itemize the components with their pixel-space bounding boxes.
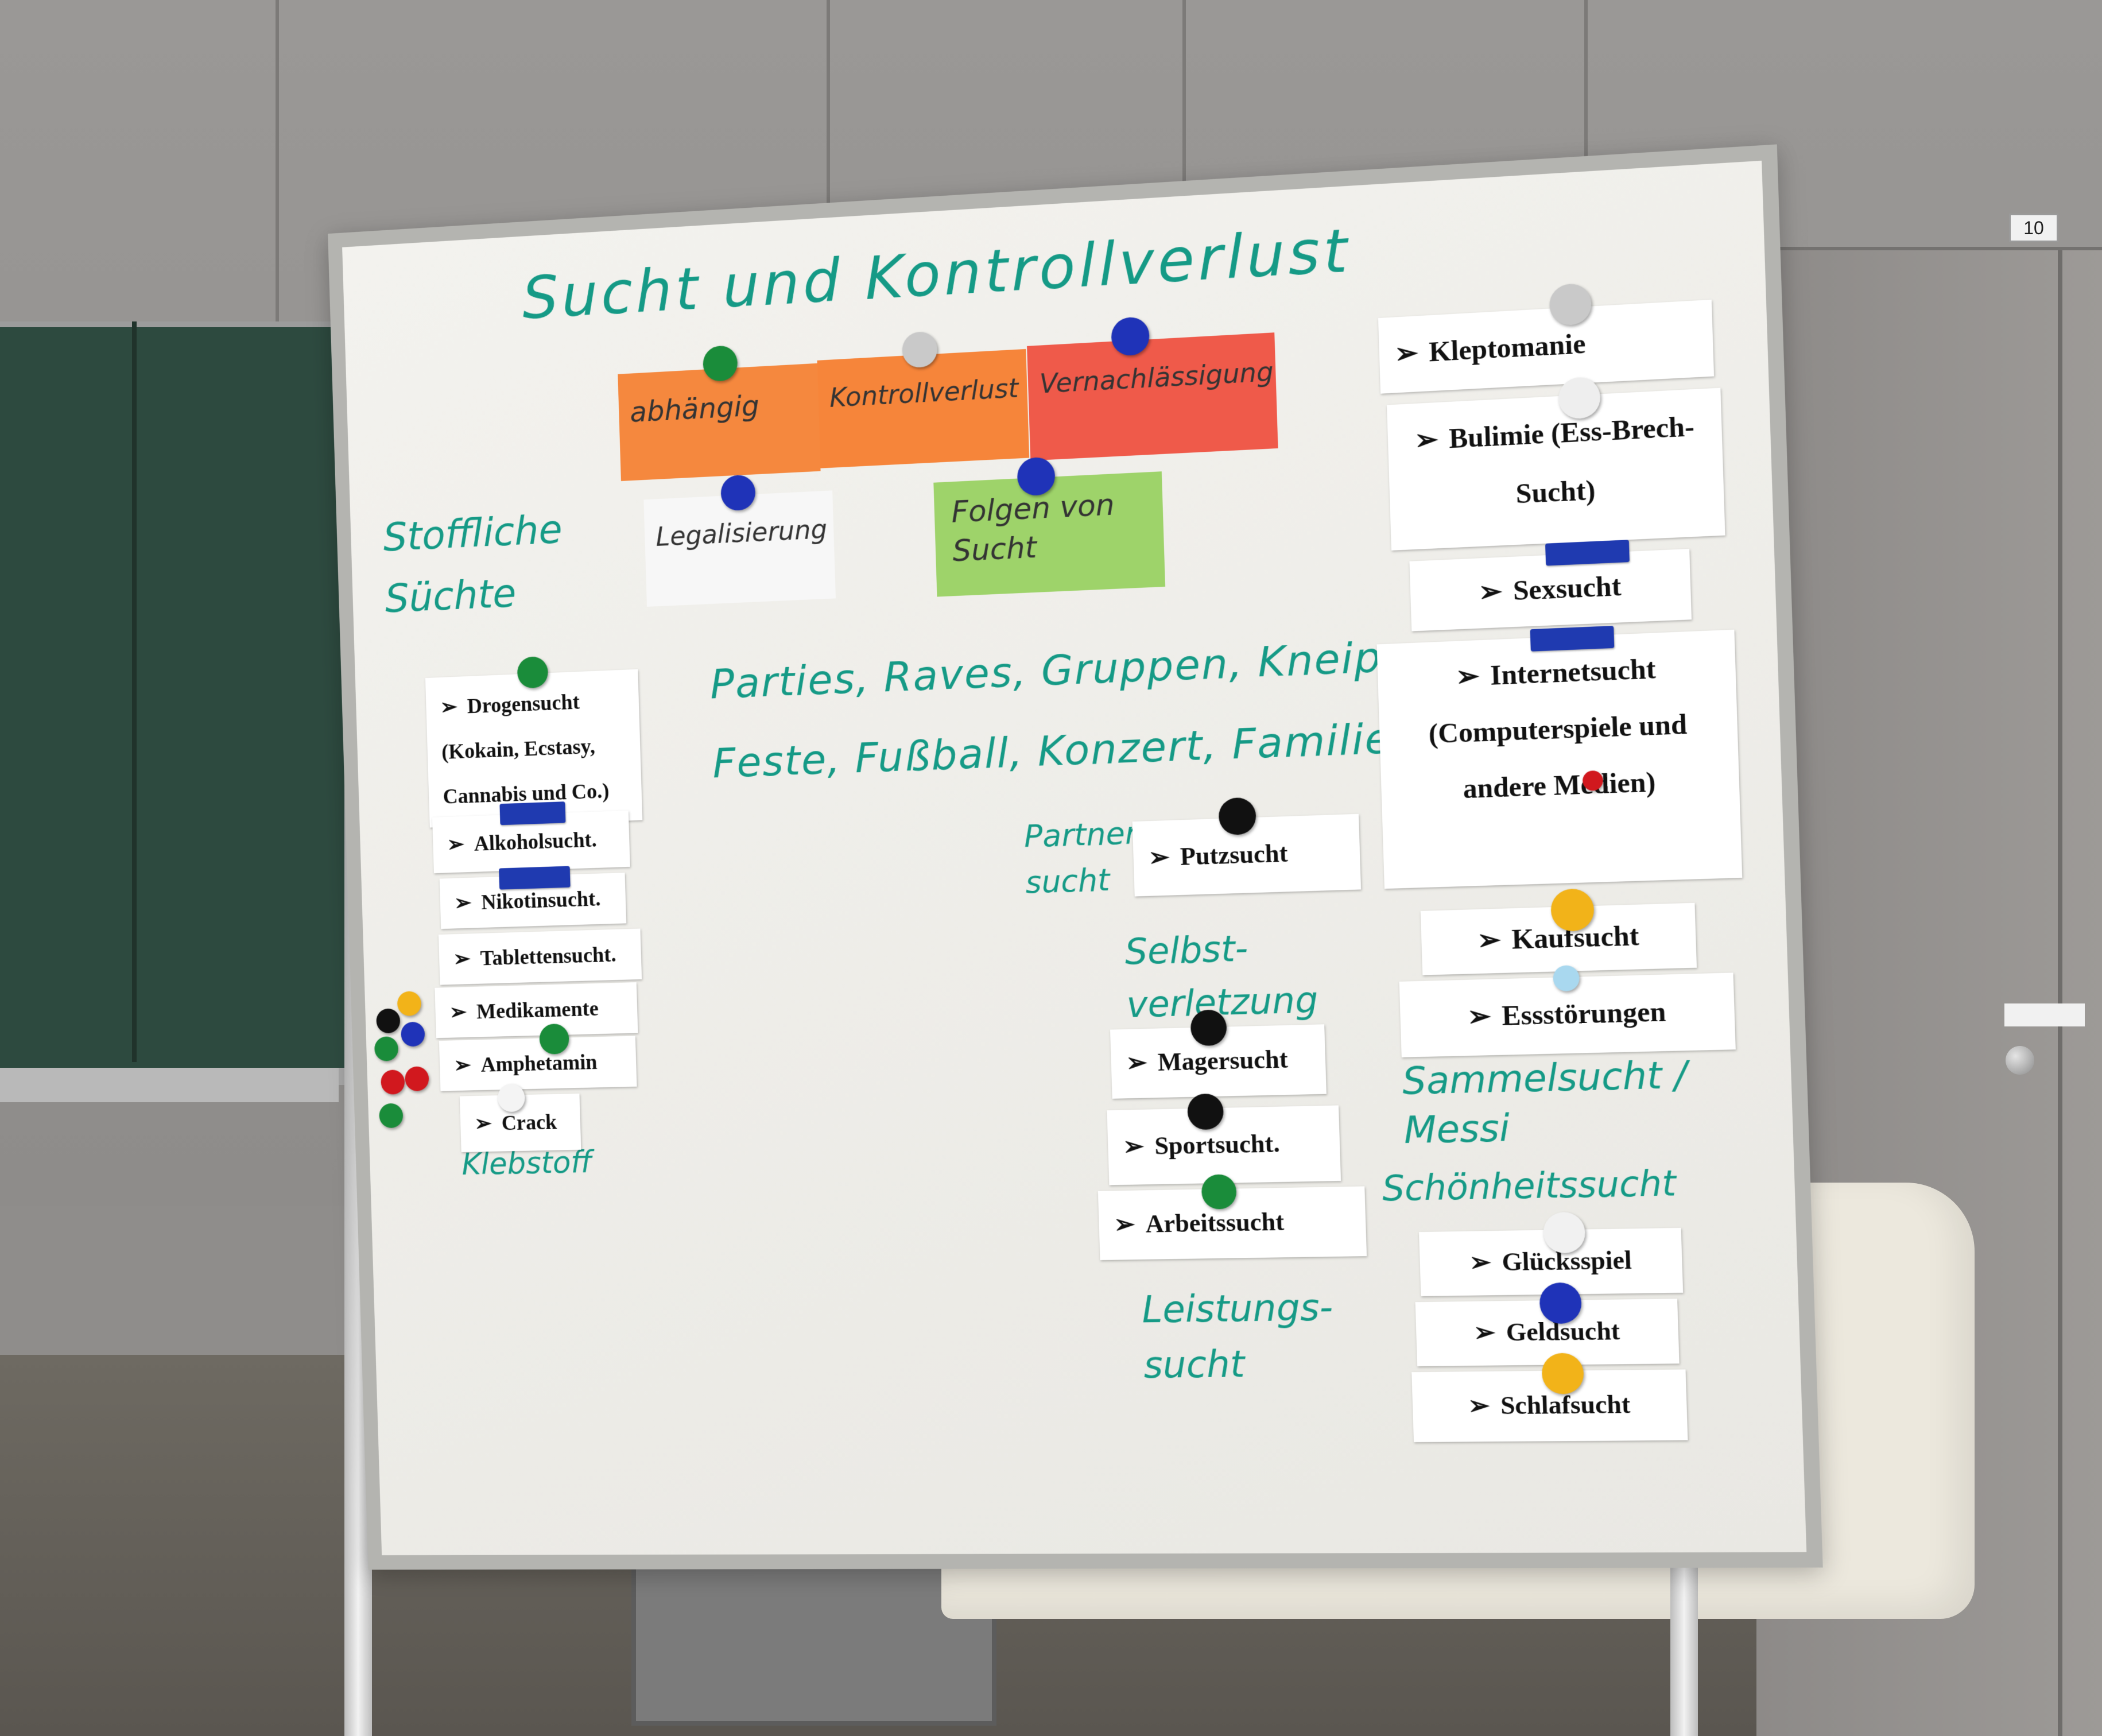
concept-vernachlaessigung: Vernachlässigung <box>1027 332 1278 461</box>
card-sportsucht-label: Sportsucht. <box>1154 1129 1281 1160</box>
magnet-icon[interactable] <box>376 1008 401 1034</box>
magnet-icon[interactable] <box>379 1103 404 1129</box>
magnet-icon[interactable] <box>405 1066 429 1092</box>
magnet-strip-icon[interactable] <box>499 866 571 890</box>
board-title: Sucht und Kontrollverlust <box>521 215 1352 333</box>
bullet-arrow-icon: ➢ <box>1473 1318 1496 1347</box>
concept-folgen: Folgen von Sucht <box>933 471 1166 597</box>
door-label <box>2004 1003 2085 1026</box>
magnet-strip-icon[interactable] <box>1530 626 1615 652</box>
locker-divider <box>2058 247 2062 1736</box>
door-knob[interactable] <box>2006 1046 2034 1075</box>
card-sexsucht-label: Sexsucht <box>1512 571 1622 607</box>
heading-schoenheitssucht: Schönheitssucht <box>1381 1162 1677 1210</box>
magnet-strip-icon[interactable] <box>499 801 566 826</box>
card-magersucht-label: Magersucht <box>1157 1045 1289 1076</box>
chalkboard <box>0 321 344 1085</box>
card-internetsucht: ➢Internetsucht (Computerspiele und ander… <box>1376 629 1743 889</box>
note-partys-line1: Parties, Raves, Gruppen, Kneipe <box>709 631 1410 708</box>
heading-leistungssucht: Leistungs-sucht <box>1141 1286 1334 1387</box>
chalk-tray <box>0 1068 339 1102</box>
card-tablettensucht: ➢ Tablettensucht. <box>438 928 642 985</box>
heading-stoffliche-suechte: Stoffliche Süchte <box>382 506 563 622</box>
card-amphetamin-label: Amphetamin <box>480 1050 598 1077</box>
bullet-arrow-icon: ➢ <box>1467 1001 1492 1033</box>
bullet-arrow-icon: ➢ <box>447 832 465 857</box>
bullet-arrow-icon: ➢ <box>453 947 471 971</box>
card-kleptomanie-label: Kleptomanie <box>1428 328 1587 368</box>
bullet-arrow-icon: ➢ <box>1455 660 1480 693</box>
magnet-icon[interactable] <box>400 1021 425 1047</box>
whiteboard: Sucht und Kontrollverlust abhängig Kontr… <box>328 144 1823 1570</box>
bullet-arrow-icon: ➢ <box>1122 1132 1145 1161</box>
card-arbeitssucht-label: Arbeitssucht <box>1145 1207 1285 1238</box>
bullet-arrow-icon: ➢ <box>1469 1247 1492 1277</box>
locker-number-tag: 10 <box>2009 214 2058 242</box>
heading-sammelsucht: Sammelsucht / Messi <box>1401 1053 1688 1153</box>
card-schlafsucht-label: Schlafsucht <box>1500 1390 1631 1420</box>
card-tablettensucht-label: Tablettensucht. <box>480 943 617 971</box>
bullet-arrow-icon: ➢ <box>1476 924 1502 956</box>
card-bulimie: ➢ Bulimie (Ess-Brech-Sucht) <box>1386 388 1725 551</box>
bullet-arrow-icon: ➢ <box>1477 576 1503 609</box>
card-drogensucht-label: Drogensucht (Kokain, Ecstasy, Cannabis u… <box>441 690 610 809</box>
bullet-arrow-icon: ➢ <box>1394 337 1419 370</box>
card-alkoholsucht-label: Alkoholsucht. <box>474 828 598 856</box>
card-sportsucht: ➢ Sportsucht. <box>1107 1105 1341 1185</box>
magnet-strip-icon[interactable] <box>1545 540 1630 566</box>
card-bulimie-label: Bulimie (Ess-Brech-Sucht) <box>1448 410 1695 510</box>
bullet-arrow-icon: ➢ <box>440 695 458 719</box>
magnet-icon[interactable] <box>374 1036 399 1061</box>
bullet-arrow-icon: ➢ <box>449 1000 467 1025</box>
bullet-arrow-icon: ➢ <box>1126 1048 1148 1078</box>
card-nikotinsucht-label: Nikotinsucht. <box>480 887 601 914</box>
card-amphetamin: ➢ Amphetamin <box>439 1036 637 1091</box>
magnet-icon[interactable] <box>380 1070 405 1095</box>
bullet-arrow-icon: ➢ <box>453 891 472 916</box>
card-kleptomanie: ➢ Kleptomanie <box>1378 299 1715 394</box>
bullet-arrow-icon: ➢ <box>1147 843 1170 872</box>
card-medikamente: ➢ Medikamente <box>435 982 638 1038</box>
bullet-arrow-icon: ➢ <box>1467 1391 1491 1420</box>
card-medikamente-label: Medikamente <box>476 997 599 1024</box>
locker-edge <box>1756 247 2102 250</box>
magnet-icon[interactable] <box>397 991 422 1017</box>
bullet-arrow-icon: ➢ <box>453 1053 472 1078</box>
chalkboard-seam <box>132 321 137 1062</box>
card-essstoerungen-label: Essstörungen <box>1501 996 1667 1032</box>
bullet-arrow-icon: ➢ <box>1414 424 1439 456</box>
bullet-arrow-icon: ➢ <box>474 1111 492 1136</box>
bullet-arrow-icon: ➢ <box>1113 1210 1136 1239</box>
card-crack-label: Crack <box>501 1110 557 1136</box>
card-putzsucht-label: Putzsucht <box>1180 839 1289 871</box>
